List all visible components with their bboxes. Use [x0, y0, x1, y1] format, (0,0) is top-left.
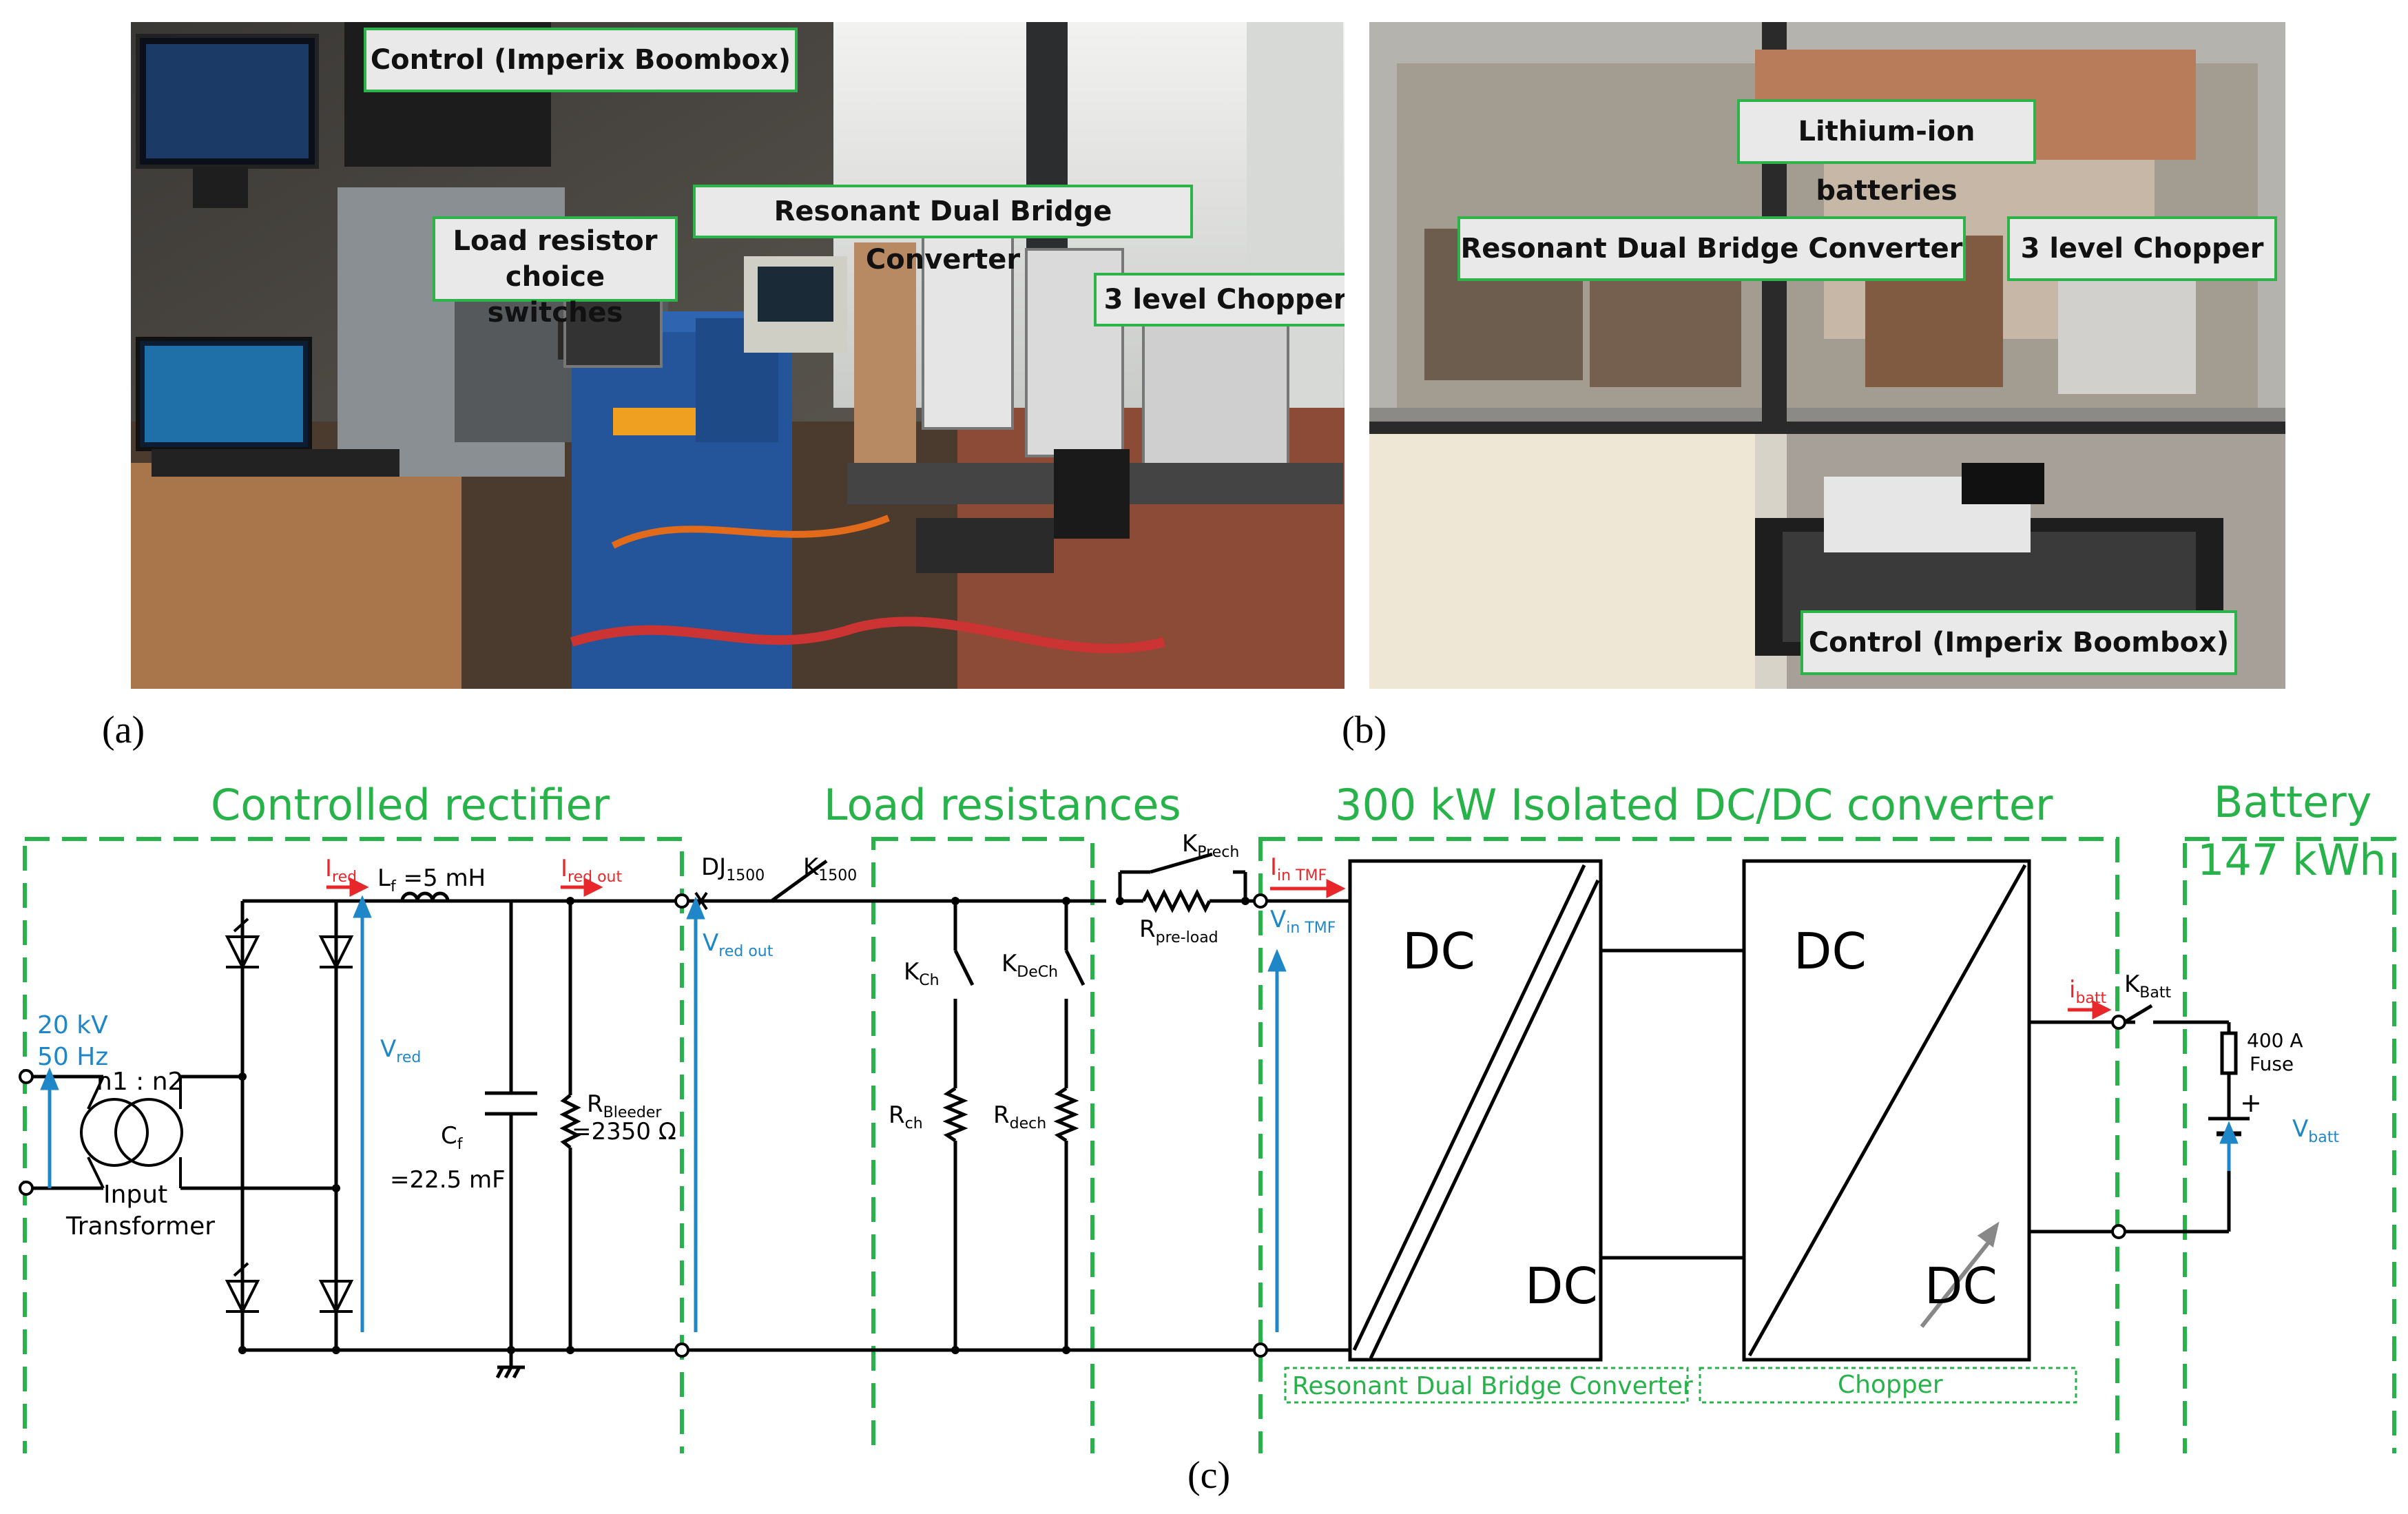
label-bleeder-value: =2350 Ω — [572, 1118, 676, 1145]
label-i-batt: ibatt — [2069, 976, 2107, 1007]
current-arrows — [326, 877, 2112, 1020]
label-inductor: Lf =5 mH — [377, 864, 486, 895]
voltage-arrows — [40, 895, 2239, 1332]
callout-control-b: Control (Imperix Boombox) — [1800, 610, 2237, 675]
callout-chopper-b: 3 level Chopper — [2007, 216, 2277, 281]
dc-block1-top: DC — [1402, 922, 1475, 980]
diode-bridge — [225, 917, 354, 1315]
node-dots — [238, 897, 1249, 1354]
label-i-red-out: Ired out — [561, 855, 622, 886]
label-kdech: KDeCh — [1001, 950, 1058, 981]
box-chopper-sub — [1699, 1367, 2077, 1404]
title-battery: Battery — [2214, 777, 2371, 827]
label-rch: Rch — [889, 1101, 923, 1132]
label-rdbc-sub: Resonant Dual Bridge Converter — [1292, 1372, 1693, 1400]
label-kprech: KPrech — [1182, 830, 1239, 861]
label-rdech: Rdech — [993, 1101, 1046, 1132]
label-v-batt: Vbatt — [2292, 1115, 2339, 1146]
box-load-resistances — [871, 837, 1094, 1453]
fuse-rating: 400 A — [2247, 1029, 2303, 1052]
callout-rdbc-b: Resonant Dual Bridge Converter — [1457, 216, 1966, 281]
source-voltage: 20 kV — [37, 1011, 108, 1039]
dc-block1-bottom: DC — [1525, 1257, 1598, 1315]
label-v-in-tmf: Vin TMF — [1270, 906, 1336, 937]
label-v-red: Vred — [380, 1035, 421, 1066]
label-kbatt: KBatt — [2124, 971, 2171, 1002]
dc-block2-bottom: DC — [1924, 1257, 1997, 1315]
title-dcdc-converter: 300 kW Isolated DC/DC converter — [1335, 780, 2053, 830]
callout-chopper-a: 3 level Chopper — [1094, 273, 1345, 326]
fuse-label: Fuse — [2250, 1052, 2294, 1075]
transformer-ratio: n1 : n2 — [96, 1068, 183, 1096]
panel-label-a: (a) — [102, 709, 145, 751]
title-controlled-rectifier: Controlled rectifier — [211, 780, 610, 830]
lab-photo-a — [131, 22, 1345, 689]
photo-panel-a: Control (Imperix Boombox) Load resistor … — [131, 22, 1345, 689]
callout-load-resistor-line2: choice switches — [487, 261, 623, 329]
box-dcdc-converter — [1258, 837, 2119, 1453]
photo-panel-b: Lithium-ion batteries Resonant Dual Brid… — [1369, 22, 2285, 689]
panel-label-b: (b) — [1342, 709, 1387, 751]
box-battery — [2183, 837, 2396, 1453]
battery-plus-sign: + — [2240, 1088, 2262, 1118]
source-frequency: 50 Hz — [37, 1043, 108, 1071]
transformer-label-1: Input — [103, 1181, 167, 1209]
label-chopper-sub: Chopper — [1838, 1371, 1943, 1399]
callout-load-resistor-switches: Load resistor choice switches — [433, 216, 678, 329]
label-capacitor: Cf — [441, 1122, 464, 1153]
title-load-resistances: Load resistances — [824, 780, 1181, 830]
callout-load-resistor-line1: Load resistor — [453, 225, 658, 257]
panel-label-c: (c) — [1187, 1454, 1231, 1497]
label-rpreload: Rpre-load — [1139, 915, 1218, 946]
label-kch: KCh — [904, 958, 940, 989]
label-i-red: Ired — [325, 855, 357, 886]
circuit-schematic: Controlled rectifier Load resistances 30… — [19, 777, 2396, 1453]
box-rdbc-sub — [1284, 1367, 1689, 1404]
label-dj1500: DJ1500 — [701, 853, 765, 884]
label-capacitor-value: =22.5 mF — [390, 1166, 506, 1194]
transformer-label-2: Transformer — [65, 1212, 215, 1241]
battery-capacity: 147 kWh — [2197, 835, 2387, 885]
input-transformer — [80, 1076, 183, 1189]
box-controlled-rectifier — [23, 837, 684, 1453]
terminals — [19, 893, 2126, 1358]
label-v-red-out: Vred out — [703, 929, 774, 960]
label-k1500: K1500 — [803, 853, 857, 884]
label-i-in-tmf: Iin TMF — [1270, 853, 1327, 884]
callout-control-a: Control (Imperix Boombox) — [364, 28, 798, 92]
callout-rdbc-a: Resonant Dual Bridge Converter — [693, 185, 1193, 276]
label-bleeder: RBleeder — [587, 1090, 662, 1121]
callout-batteries: Lithium-ion batteries — [1737, 99, 2036, 207]
dc-block2-top: DC — [1794, 922, 1867, 980]
